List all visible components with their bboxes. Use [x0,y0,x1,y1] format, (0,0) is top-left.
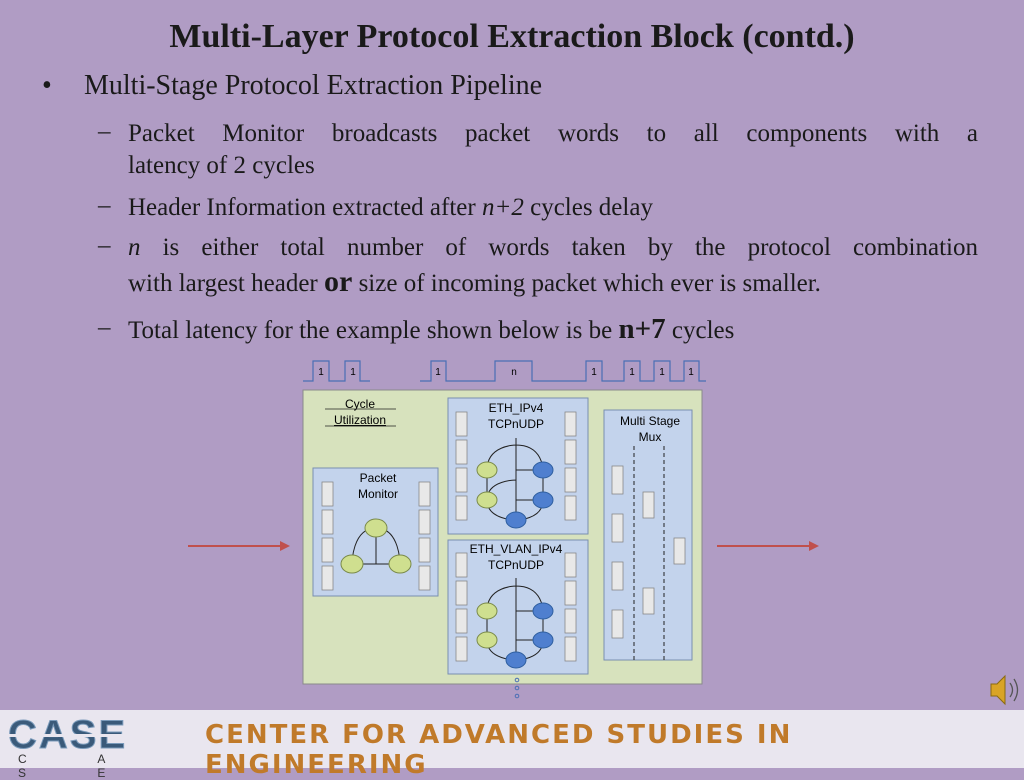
eth-ipv4-label: TCPnUDP [488,417,544,431]
pulse-label: 1 [318,367,324,378]
eth-vlan-label: ETH_VLAN_IPv4 [470,542,563,556]
sub-bullet-2: Header Information extracted after n+2 c… [128,194,653,221]
bullet-marker: • [42,70,52,101]
pulse-label: 1 [435,367,441,378]
register-column [455,411,577,521]
cycle-utilization-label: Utilization [334,413,386,427]
dash-marker: – [98,314,111,341]
green-node [476,602,498,620]
waveform-left [303,360,370,382]
vlan-edges [486,578,544,661]
green-node [476,461,498,479]
bullet-1: Multi-Stage Protocol Extraction Pipeline [84,70,543,101]
output-arrow-head [809,541,819,551]
sub-bullet-3-line1: n is either total number of words taken … [128,234,978,261]
green-node [388,554,412,574]
cycle-utilization-label: Cycle [345,397,375,411]
pulse-label: 1 [688,367,694,378]
blue-node [505,511,527,529]
dash-marker: – [98,192,111,219]
blue-node [532,461,554,479]
mux-registers [611,465,686,639]
org-name: CENTER FOR ADVANCED STUDIES IN ENGINEERI… [205,720,793,780]
monitor-edges [351,527,401,565]
sub-bullet-3-line2: with largest header or size of incoming … [128,265,821,298]
speaker-icon[interactable] [990,674,1019,706]
eth-ipv4-label: ETH_IPv4 [489,401,544,415]
green-node [340,554,364,574]
green-node [476,491,498,509]
pulse-label: 1 [659,367,665,378]
pulse-label: 1 [629,367,635,378]
green-node [364,518,388,538]
blue-node [505,651,527,669]
register-column [455,552,577,662]
register-column [321,481,431,591]
dash-marker: – [98,118,111,145]
sub-bullet-1-line1: Packet Monitor broadcasts packet words t… [128,120,978,147]
packet-monitor-label: Monitor [358,487,398,501]
blue-node [532,631,554,649]
mux-label: Multi Stage [620,414,680,428]
eth-vlan-label: TCPnUDP [488,558,544,572]
pulse-label: 1 [350,367,356,378]
continuation-dot [514,693,520,699]
pulse-label: n [511,367,517,378]
pulse-label: 1 [591,367,597,378]
green-node [476,631,498,649]
slide-title: Multi-Layer Protocol Extraction Block (c… [169,18,855,55]
sub-bullet-1-line2: latency of 2 cycles [128,152,315,179]
packet-monitor-label: Packet [360,471,397,485]
continuation-dot [514,685,520,691]
case-logo-letters: C A S E [18,752,140,780]
mux-label: Mux [639,430,662,444]
dash-marker: – [98,232,111,259]
continuation-dot [514,677,520,683]
blue-node [532,602,554,620]
pipeline-diagram: 1 1 1 n 1 1 1 1 Cycle Utilization Packet… [188,360,1019,706]
sub-bullet-4: Total latency for the example shown belo… [128,313,735,345]
case-logo: CASE [8,714,198,754]
ipv4-edges [486,438,544,521]
footer-bar [0,710,1024,768]
input-arrow-head [280,541,290,551]
blue-node [532,491,554,509]
waveform-right [420,360,706,382]
